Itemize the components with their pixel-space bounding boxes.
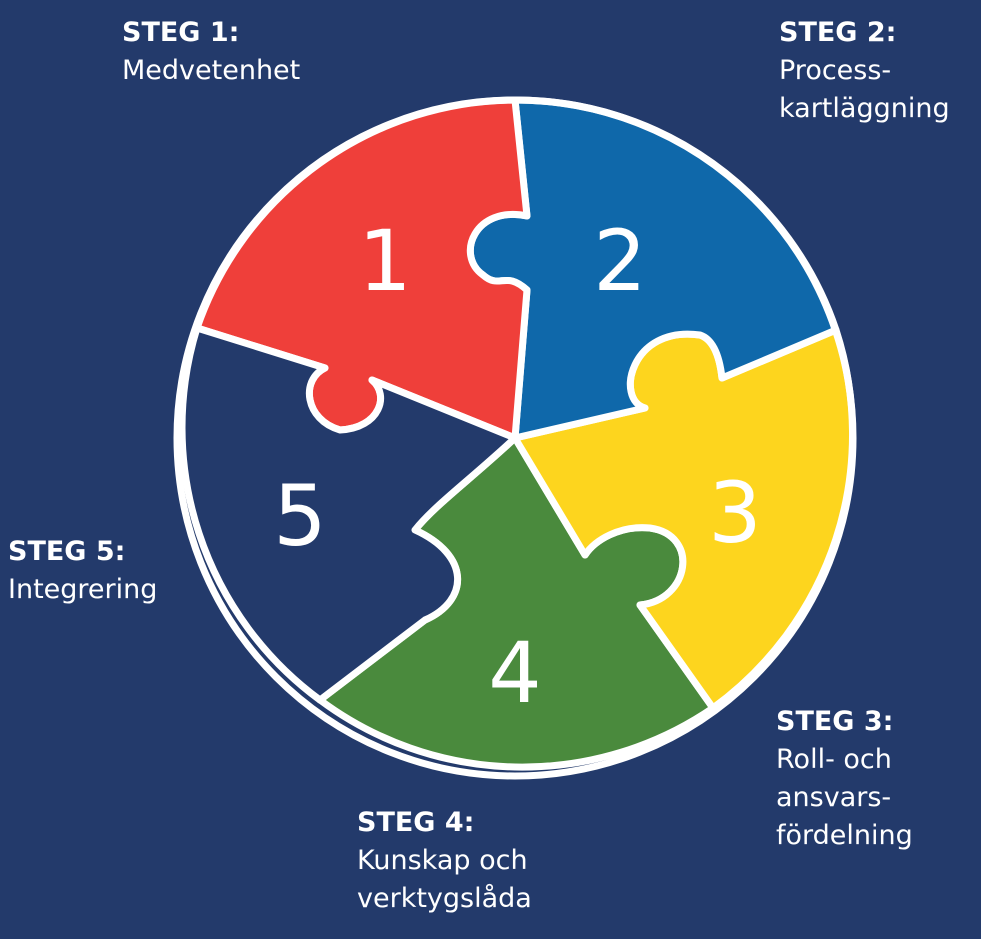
step-5-description: Integrering (8, 574, 158, 605)
step-3-number: 3 (708, 464, 761, 562)
step-1-label: STEG 1: Medvetenhet (122, 14, 300, 90)
step-1-title: STEG 1: (122, 17, 240, 48)
step-3-label: STEG 3: Roll- och ansvars- fördelning (776, 703, 913, 855)
step-2-description: Process- kartläggning (779, 55, 950, 124)
step-5-title: STEG 5: (8, 536, 126, 567)
step-3-title: STEG 3: (776, 706, 894, 737)
step-2-label: STEG 2: Process- kartläggning (779, 14, 950, 128)
step-4-number: 4 (488, 624, 541, 722)
step-4-title: STEG 4: (357, 807, 475, 838)
step-1-description: Medvetenhet (122, 55, 301, 86)
step-2-number: 2 (593, 212, 646, 310)
step-5-label: STEG 5: Integrering (8, 533, 157, 609)
step-2-title: STEG 2: (779, 17, 897, 48)
step-1-number: 1 (358, 212, 411, 310)
step-5-number: 5 (273, 467, 326, 565)
step-4-description: Kunskap och verktygslåda (357, 845, 532, 914)
step-4-label: STEG 4: Kunskap och verktygslåda (357, 804, 532, 918)
step-3-description: Roll- och ansvars- fördelning (776, 744, 913, 851)
puzzle-piece-5 (178, 324, 519, 704)
puzzle-outline (173, 96, 857, 780)
